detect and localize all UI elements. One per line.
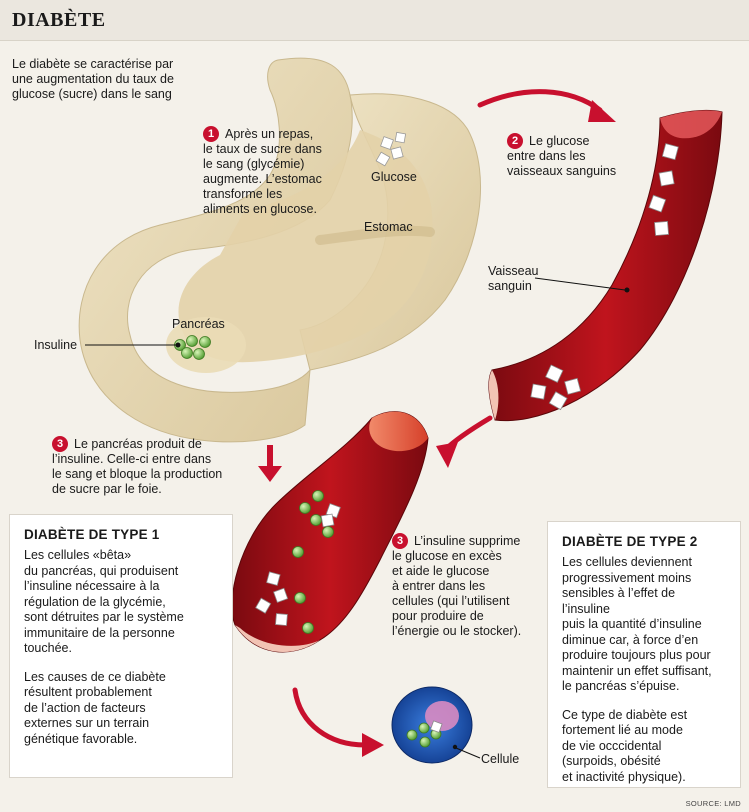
type-1-para-2: Les causes de ce diabète résultent proba… [24,670,218,748]
step-1-line: aliments en glucose. [203,202,317,216]
type-2-line: sensibles à l’effet de l’insuline [562,586,676,616]
lower-vessel-top [369,411,428,452]
type-2-box: DIABÈTE DE TYPE 2 Les cellules deviennen… [548,522,740,787]
step-3b-line: l’énergie ou le stocker). [392,624,522,638]
step-2: 2 Le glucose entre dans les vaisseaux san… [507,133,616,179]
step-3b-line: à entrer dans les [392,579,486,593]
type-2-para-2: Ce type de diabète est fortement lié au … [562,708,726,786]
step-3b-number: 3 [392,533,408,549]
cell-pointer-dot [452,744,458,750]
type-2-line: (surpoids, obésité [562,754,661,768]
step-3a-line: de sucre par le foie. [52,482,162,496]
step-1-line: Après un repas, [225,127,314,141]
type-1-line: l’insuline nécessaire à la [24,579,160,593]
label-estomac: Estomac [364,220,413,234]
step-3b-line: pour produire de [392,609,484,623]
step-2-line: Le glucose [529,134,590,148]
insulin-balls-vessel [292,490,334,634]
type-1-para-1: Les cellules «bêta» du pancréas, qui pro… [24,548,218,657]
type-1-line: Les cellules «bêta» [24,548,132,562]
type-2-line: Les cellules deviennent [562,555,692,569]
type-2-title: DIABÈTE DE TYPE 2 [562,534,698,549]
type-2-line: produire toujours plus pour [562,648,711,662]
type-1-line: Les causes de ce diabète [24,669,166,684]
label-vaisseau-line-1: Vaisseau [488,264,539,278]
glucose-cubes-vessel [530,143,679,411]
type-1-line: régulation de la glycémie, [24,594,166,609]
type-2-line: fortement lié au mode [562,723,683,737]
type-2-line: Ce type de diabète est [562,707,688,722]
type-1-line: externes sur un terrain [24,716,150,730]
vessel-pointer-line [534,277,626,291]
step-3a-line: Le pancréas produit de [74,437,202,451]
type-2-line: de vie occcidental [562,738,662,753]
type-2-line: progressivement moins [562,570,692,585]
label-insuline: Insuline [34,338,78,352]
type-1-line: de l’action de facteurs [24,700,146,715]
arrow-to-vessel [477,89,603,113]
type-1-line: du pancréas, qui produisent [24,563,179,578]
step-1-line: transforme les [203,187,283,201]
cell-nucleus [425,701,459,731]
step-3a-number: 3 [52,436,68,452]
step-1-number: 1 [203,126,219,142]
intro-text: Le diabète se caractérise par une augmen… [12,57,174,102]
glucose-cubes-lower-vessel [255,503,341,626]
type-1-line: immunitaire de la personne [24,625,175,640]
step-3-insuline: 3 L’insuline supprime le glucose en excès… [392,533,521,639]
page-title: DIABÈTE [12,9,106,31]
label-vaisseau: Vaisseau sanguin [488,264,539,294]
step-2-line: entre dans les [507,149,586,163]
source-credit: SOURCE: LMD [685,799,741,808]
intro-line-1: Le diabète se caractérise par [12,57,174,71]
type-2-para-1: Les cellules deviennent progressivement … [562,555,726,695]
step-1-line: le sang (glycémie) [203,157,305,171]
stomach-fill [178,130,433,363]
vessel-wall-top [660,110,722,139]
type-2-line: puis la quantité d’insuline [562,617,702,631]
step-2-number: 2 [507,133,523,149]
type-1-line: génétique favorable. [24,731,138,746]
label-pancreas: Pancréas [172,317,225,331]
cell-pointer-line [455,747,481,759]
glucose-cubes-cell [430,720,443,733]
step-3b-line: et aide le glucose [392,564,490,578]
vessel-wall-bottom [488,370,499,420]
step-1: 1 Après un repas, le taux de sucre dans l… [203,126,322,217]
insuline-pointer-dot [175,342,181,348]
step-3b-line: L’insuline supprime [414,534,521,548]
label-glucose: Glucose [371,170,417,184]
label-vaisseau-line-2: sanguin [488,279,532,293]
lower-vessel-bottom-rim [235,625,320,652]
header-bar: DIABÈTE [0,0,749,41]
step-3a-line: l’insuline. Celle-ci entre dans [52,452,212,466]
type-1-title: DIABÈTE DE TYPE 1 [24,527,160,542]
insulin-balls-cell [406,722,442,748]
type-1-line: touchée. [24,641,72,655]
type-2-line: et inactivité physique). [562,769,686,784]
glucose-cubes-stomach [375,131,407,167]
blood-vessel [488,109,723,422]
step-1-line: le taux de sucre dans [203,142,322,156]
type-2-line: maintenir un effet suffisant, [562,663,712,678]
type-1-box: DIABÈTE DE TYPE 1 Les cellules «bêta» du… [10,515,232,777]
intro-line-2: une augmentation du taux de [12,72,174,86]
vessel-pointer-dot [624,287,630,293]
type-2-line: le pancréas s’épuise. [562,679,680,693]
stomach-fold [315,225,435,245]
step-3a-line: le sang et bloque la production [52,467,223,481]
step-2-line: vaisseaux sanguins [507,164,617,178]
intro-line-3: glucose (sucre) dans le sang [12,87,172,101]
arrow-to-cell [292,687,368,748]
step-1-line: augmente. L’estomac [203,172,322,186]
step-3b-line: le glucose en excès [392,549,502,563]
label-cellule: Cellule [481,752,520,766]
type-1-line: sont détruites par le système [24,610,184,624]
step-3-pancreas: 3 Le pancréas produit de l’insuline. Cell… [52,436,222,497]
step-3b-line: cellules (qui l’utilisent [392,594,510,608]
type-2-line: diminue car, à force d’en [562,632,699,647]
type-1-line: résultent probablement [24,685,152,699]
